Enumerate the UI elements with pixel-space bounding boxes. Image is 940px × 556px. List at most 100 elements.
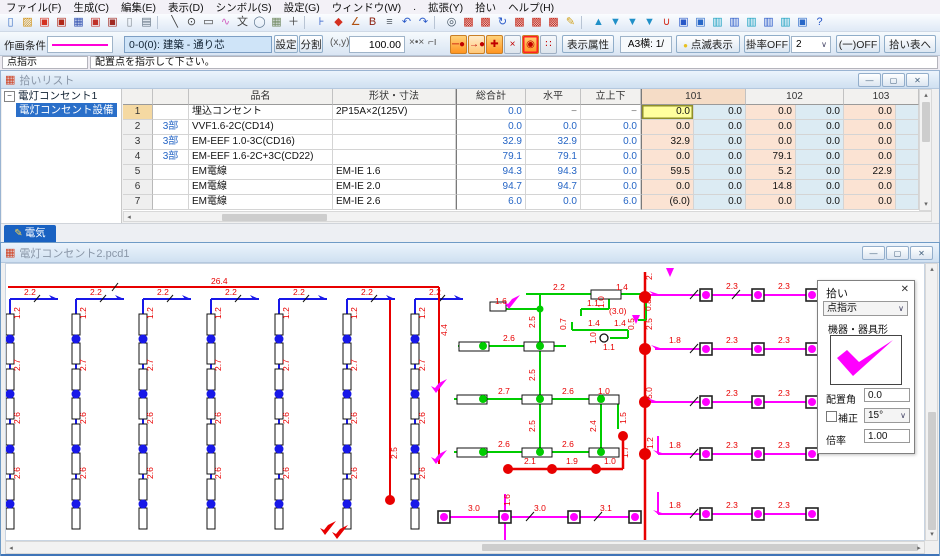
cell[interactable]: 94.3 [526, 165, 581, 180]
cell[interactable]: EM-EEF 1.0-3C(CD16) [189, 135, 333, 150]
cad-arrow[interactable] [250, 295, 259, 299]
cell[interactable]: 2P15A×2(125V) [333, 105, 456, 120]
cad-line[interactable] [689, 289, 699, 300]
cad-junction-dot[interactable] [71, 499, 81, 509]
to-pickup-table-button[interactable]: 拾い表へ [884, 35, 936, 53]
cad-drawing[interactable]: 2.21.22.72.62.62.21.22.72.62.62.21.22.72… [6, 264, 924, 540]
cell[interactable]: 0.0 [694, 180, 746, 195]
cad-dimension-label[interactable]: 1.1 [603, 342, 615, 352]
draw-line-icon[interactable]: ╲ [171, 16, 178, 28]
cad-junction-dot[interactable] [71, 389, 81, 399]
line-style-preview[interactable] [47, 36, 113, 53]
cad-dimension-label[interactable]: 2.3 [726, 281, 738, 291]
cell[interactable]: 94.7 [456, 180, 526, 195]
cad-outlet[interactable] [808, 345, 816, 353]
draw-ellipse-icon[interactable]: ◯ [253, 16, 266, 28]
column-header[interactable]: 103 [844, 89, 919, 105]
cell[interactable]: 0.0 [746, 195, 796, 210]
cad-dimension-label[interactable]: 2.6 [213, 467, 223, 479]
column-header[interactable]: 品名 [189, 89, 333, 105]
cad-light-fixture[interactable] [458, 341, 490, 352]
cad-dimension-label[interactable]: 2.6 [78, 467, 88, 479]
cad-junction-dot[interactable] [639, 448, 651, 460]
pickup-list-titlebar[interactable]: ▦ 拾いリスト [1, 71, 939, 89]
cad-check-symbol[interactable] [431, 379, 447, 393]
cad-junction-dot[interactable] [274, 334, 284, 344]
cell[interactable] [333, 135, 456, 150]
cell[interactable]: 5.2 [746, 165, 796, 180]
snap-perp-button[interactable]: × [504, 35, 521, 54]
cell[interactable]: 0.0 [694, 150, 746, 165]
cell[interactable] [896, 135, 919, 150]
dimension-icon[interactable]: ⊦ [318, 16, 325, 28]
cad-light-fixture[interactable] [410, 507, 420, 530]
row-header[interactable]: 1 [123, 105, 153, 120]
cad-light-fixture[interactable] [489, 301, 507, 312]
cad-light-fixture[interactable] [274, 423, 284, 446]
cad-dimension-label[interactable]: 2.6 [417, 467, 427, 479]
snap-mode-icon-2[interactable]: ⌐ו [428, 37, 437, 48]
cad-dimension-label[interactable]: 1.0 [598, 386, 610, 396]
cad-triangle-marker[interactable] [632, 315, 640, 324]
cad-light-fixture[interactable] [138, 423, 148, 446]
cad-junction-dot[interactable] [597, 395, 605, 403]
edit-pen-icon[interactable]: ✎ [565, 16, 576, 28]
cad-dimension-label[interactable]: 2.3 [778, 281, 790, 291]
cad-junction-dot[interactable] [206, 444, 216, 454]
column-header[interactable] [123, 89, 153, 105]
view-3-icon[interactable]: ▩ [514, 16, 525, 28]
cad-junction-dot[interactable] [138, 334, 148, 344]
collapse-icon[interactable]: − [4, 90, 15, 102]
column-header[interactable]: 総合計 [456, 89, 526, 105]
cad-light-fixture[interactable] [71, 478, 81, 501]
cad-junction-dot[interactable] [536, 342, 544, 350]
cad-check-symbol[interactable] [504, 295, 520, 309]
cad-light-fixture[interactable] [71, 423, 81, 446]
cell[interactable]: 32.9 [456, 135, 526, 150]
cad-light-fixture[interactable] [71, 507, 81, 530]
cad-outlet[interactable] [631, 513, 639, 521]
cad-dimension-label[interactable]: 2.7 [349, 359, 359, 371]
cad-dimension-label[interactable]: 2.6 [145, 412, 155, 424]
cell[interactable]: 0.0 [694, 135, 746, 150]
cad-dimension-label[interactable]: 2.6 [213, 412, 223, 424]
cad-line[interactable] [689, 343, 699, 354]
meter-5-icon[interactable]: ▥ [780, 16, 791, 28]
cad-dimension-label[interactable]: 1.9 [566, 456, 578, 466]
meter-4-icon[interactable]: ▥ [763, 16, 774, 28]
cad-dimension-label[interactable]: 2.6 [349, 467, 359, 479]
scroll-left-icon[interactable]: ◂ [9, 545, 13, 552]
placement-angle-input[interactable]: 0.0 [864, 388, 910, 402]
cad-light-fixture[interactable] [274, 368, 284, 391]
cad-outlet[interactable] [754, 510, 762, 518]
cell[interactable]: 94.3 [456, 165, 526, 180]
cell[interactable]: EM電線 [189, 195, 333, 210]
cad-tick[interactable] [99, 294, 107, 303]
column-header[interactable]: 水平 [526, 89, 581, 105]
cad-junction-dot[interactable] [410, 499, 420, 509]
cell[interactable]: 0.0 [796, 150, 844, 165]
cad-tick[interactable] [302, 294, 310, 303]
cell[interactable]: 0.0 [796, 120, 844, 135]
cad-junction-dot[interactable] [342, 334, 352, 344]
cell[interactable] [896, 105, 919, 120]
cad-junction-dot[interactable] [536, 448, 544, 456]
cell[interactable]: EM-IE 1.6 [333, 165, 456, 180]
cell[interactable]: 0.0 [694, 120, 746, 135]
cad-dimension-label[interactable]: 2.2 [157, 287, 169, 297]
cad-outlet[interactable] [702, 398, 710, 406]
meter-2-icon[interactable]: ▥ [729, 16, 740, 28]
cad-dimension-label[interactable]: 1.2 [645, 437, 655, 449]
cell[interactable]: 0.0 [796, 195, 844, 210]
view-5-icon[interactable]: ▩ [548, 16, 559, 28]
cad-terminal[interactable] [599, 333, 609, 343]
cad-dimension-label[interactable]: 2.6 [12, 412, 22, 424]
cell[interactable]: 0.0 [581, 120, 641, 135]
cad-outlet[interactable] [808, 510, 816, 518]
cell[interactable]: 32.9 [641, 135, 694, 150]
grid-hscroll-thumb[interactable] [222, 214, 327, 221]
cad-arrow[interactable] [653, 510, 665, 514]
cad-junction-dot[interactable] [639, 291, 651, 303]
cad-check-symbol[interactable] [332, 525, 348, 539]
cad-junction-dot[interactable] [206, 389, 216, 399]
